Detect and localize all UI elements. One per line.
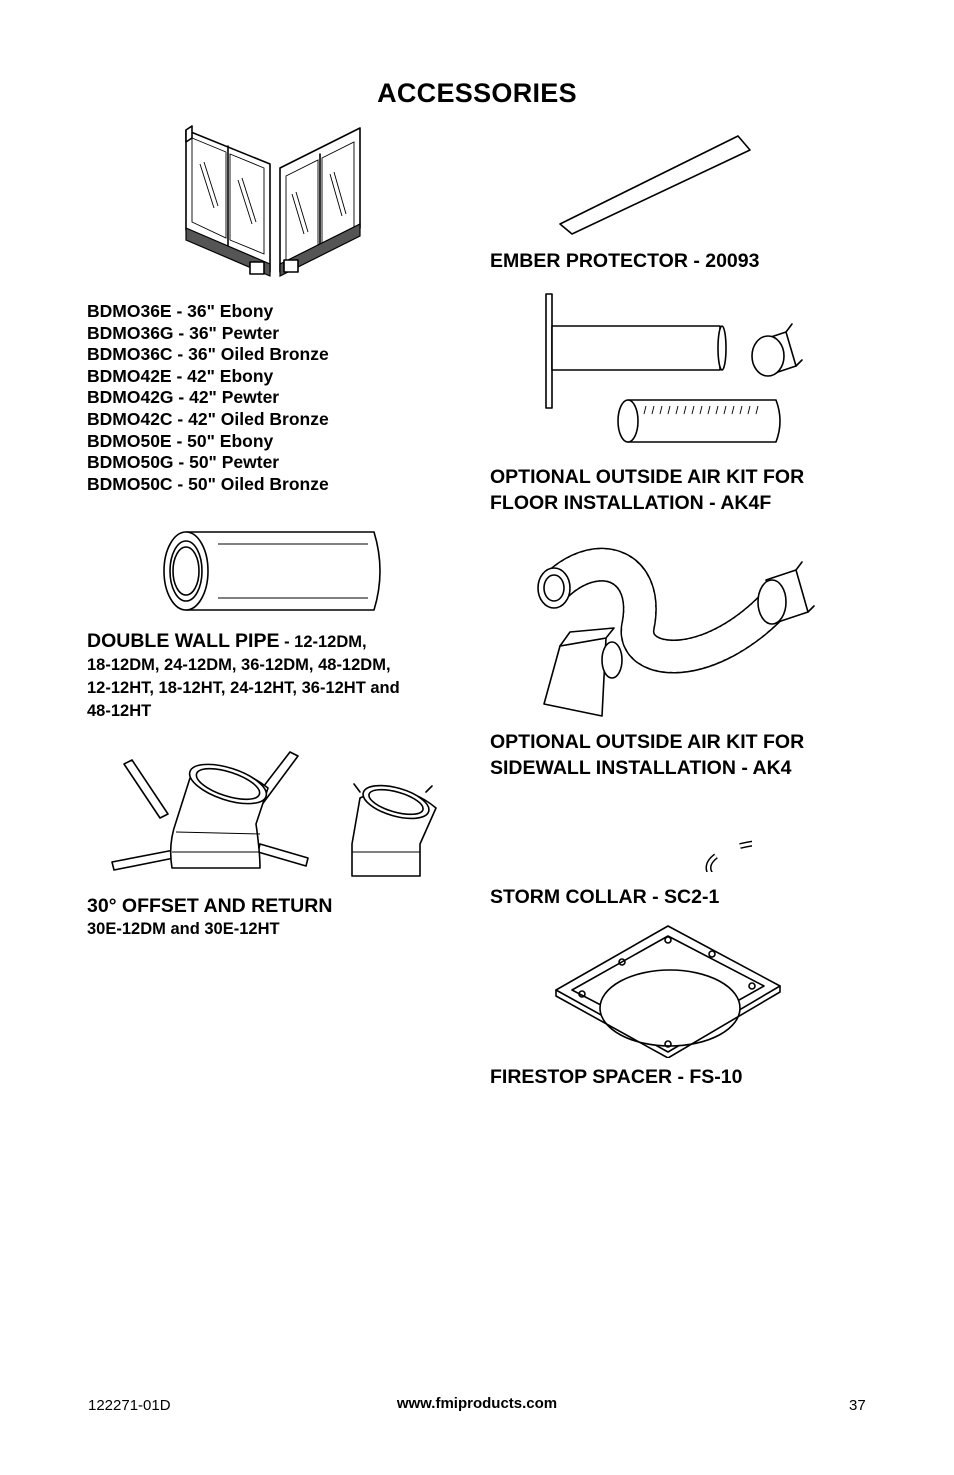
ember-protector-illustration <box>559 135 751 235</box>
glass-doors-illustration <box>185 125 361 277</box>
air-kit-sidewall-caption: OPTIONAL OUTSIDE AIR KIT FOR SIDEWALL IN… <box>490 729 804 781</box>
model-line: BDMO36G - 36" Pewter <box>87 322 280 343</box>
page-title: ACCESSORIES <box>377 78 577 108</box>
offset-return-illustration <box>111 751 437 877</box>
model-line: BDMO50G - 50" Pewter <box>87 452 280 473</box>
page-number: 37 <box>849 1397 866 1414</box>
double-wall-pipe-illustration <box>163 531 381 611</box>
double-wall-pipe-models: 18-12DM, 24-12DM, 36-12DM, 48-12DM, <box>87 656 391 674</box>
double-wall-pipe-heading: DOUBLE WALL PIPE <box>87 630 280 652</box>
part-number: 122271-01D <box>88 1397 171 1414</box>
model-line: BDMO50C - 50" Oiled Bronze <box>87 473 329 494</box>
air-kit-sidewall-line: SIDEWALL INSTALLATION - AK4 <box>490 757 792 779</box>
model-line: BDMO42E - 42" Ebony <box>87 365 274 386</box>
double-wall-pipe-models: 12-12HT, 18-12HT, 24-12HT, 36-12HT and <box>87 679 400 697</box>
air-kit-floor-line: FLOOR INSTALLATION - AK4F <box>490 492 772 514</box>
air-kit-floor-caption: OPTIONAL OUTSIDE AIR KIT FOR FLOOR INSTA… <box>490 464 804 516</box>
website-link[interactable]: www.fmiproducts.com <box>396 1395 558 1412</box>
offset-return-models: 30E-12DM and 30E-12HT <box>87 920 280 938</box>
air-kit-sidewall-illustration <box>537 547 815 717</box>
model-line: BDMO36E - 36" Ebony <box>87 301 274 321</box>
double-wall-pipe-models: - 12-12DM, <box>279 633 367 651</box>
firestop-spacer-illustration <box>555 925 781 1058</box>
model-line: BDMO36C - 36" Oiled Bronze <box>87 344 329 365</box>
offset-return-heading: 30° OFFSET AND RETURN <box>87 895 333 917</box>
air-kit-floor-illustration <box>545 293 803 443</box>
double-wall-pipe-models: 48-12HT <box>87 702 152 720</box>
firestop-spacer-caption: FIRESTOP SPACER - FS-10 <box>490 1066 743 1088</box>
storm-collar-illustration <box>705 840 752 872</box>
model-line: BDMO42G - 42" Pewter <box>87 387 280 408</box>
air-kit-floor-line: OPTIONAL OUTSIDE AIR KIT FOR <box>490 466 805 488</box>
model-line: BDMO42C - 42" Oiled Bronze <box>87 408 329 429</box>
double-wall-pipe-caption: DOUBLE WALL PIPE - 12-12DM, 18-12DM, 24-… <box>87 628 467 723</box>
air-kit-sidewall-line: OPTIONAL OUTSIDE AIR KIT FOR <box>490 731 805 753</box>
glass-door-model-list: BDMO36E - 36" Ebony BDMO36G - 36" Pewter… <box>87 301 329 495</box>
storm-collar-caption: STORM COLLAR - SC2-1 <box>490 886 720 908</box>
ember-protector-caption: EMBER PROTECTOR - 20093 <box>490 250 760 272</box>
model-line: BDMO50E - 50" Ebony <box>87 430 274 451</box>
